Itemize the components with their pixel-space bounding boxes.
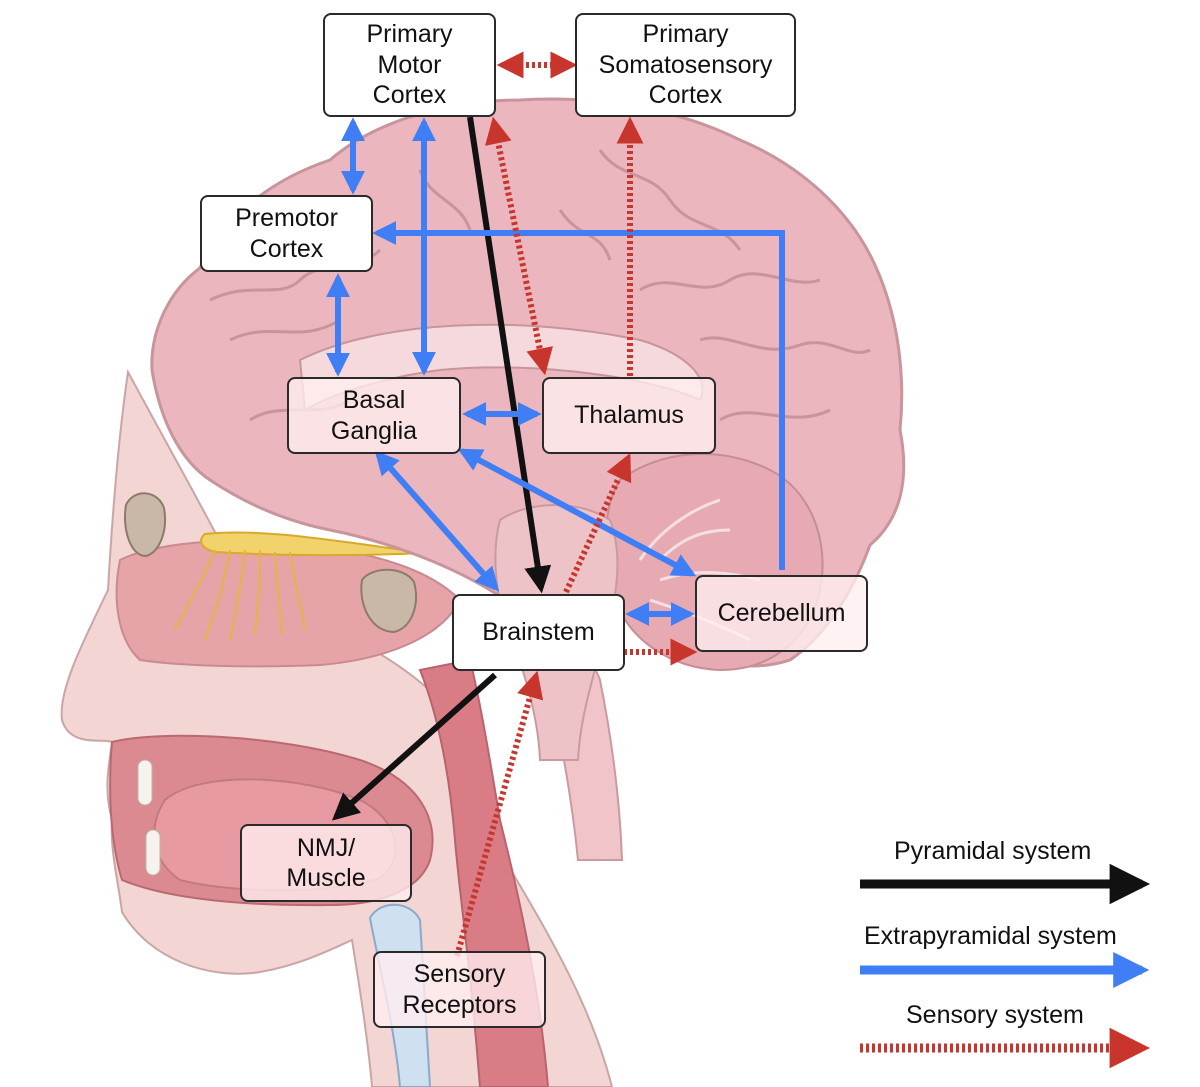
sensory-arrow-motor-thalamus (485, 116, 553, 376)
sensory-arrow-receptors-to-brainstem (454, 670, 544, 957)
node-basal-ganglia: Basal Ganglia (287, 377, 461, 454)
olfactory-nerves (174, 549, 306, 641)
node-brainstem: Brainstem (452, 594, 625, 671)
node-cerebellum: Cerebellum (695, 575, 868, 652)
node-label: NMJ/ Muscle (286, 833, 366, 893)
legend-pyramidal-label: Pyramidal system (894, 837, 1092, 865)
node-primary-motor-cortex: Primary Motor Cortex (323, 13, 496, 117)
node-nmj-muscle: NMJ/ Muscle (240, 824, 412, 902)
node-label: Premotor Cortex (235, 204, 338, 263)
node-label: Primary Motor Cortex (366, 20, 453, 110)
node-label: Thalamus (574, 401, 684, 430)
legend-extrapyramidal-label: Extrapyramidal system (864, 922, 1117, 950)
legend-sensory-label: Sensory system (906, 1001, 1084, 1029)
upper-tooth (137, 759, 153, 806)
node-label: Sensory Receptors (402, 960, 517, 1019)
node-premotor-cortex: Premotor Cortex (200, 195, 373, 272)
sensory-pathways (454, 51, 698, 957)
extrapyramidal-arrow-basal-ganglia-cerebellum (457, 448, 697, 577)
node-sensory-receptors: Sensory Receptors (373, 951, 546, 1028)
lower-tooth (145, 829, 161, 876)
node-label: Brainstem (482, 618, 595, 647)
legend-arrows (860, 863, 1151, 1069)
node-label: Primary Somatosensory Cortex (598, 20, 773, 110)
node-primary-somatosensory-cortex: Primary Somatosensory Cortex (575, 13, 796, 117)
node-label: Basal Ganglia (330, 386, 418, 445)
sensory-arrow-brainstem-to-thalamus (563, 453, 632, 594)
frontal-sinus (124, 492, 166, 558)
olfactory-bulb (200, 531, 426, 557)
node-label: Cerebellum (717, 599, 846, 628)
pyramidal-arrow-brainstem-to-nmj (331, 672, 497, 821)
node-thalamus: Thalamus (542, 377, 716, 454)
